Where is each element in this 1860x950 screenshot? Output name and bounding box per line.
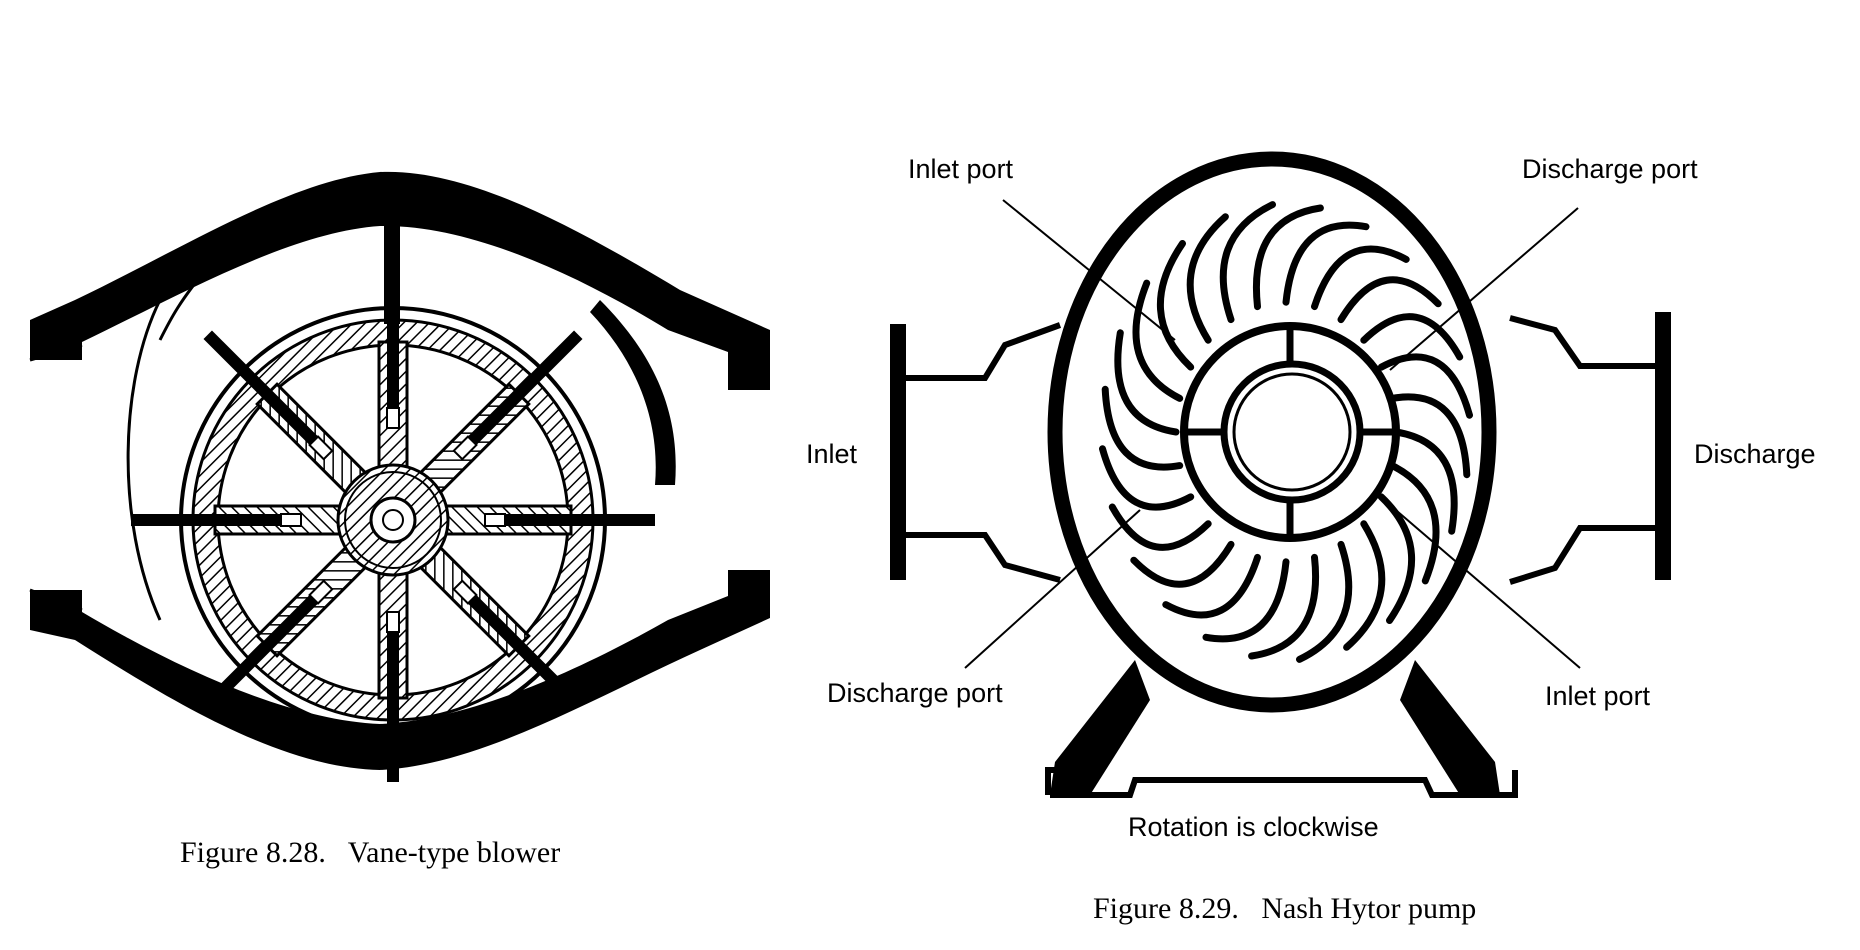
figure-828-caption: Figure 8.28. Vane-type blower [180,836,560,869]
label-rotation-note: Rotation is clockwise [1128,812,1379,842]
impeller-blade [1156,240,1195,371]
blower-stator-crescent [590,300,676,485]
impeller-blade [1108,503,1212,551]
impeller-blade [1202,558,1290,643]
impeller-blade [1388,393,1471,479]
blower-vane [452,579,583,710]
label-discharge-port-bottom: Discharge port [827,678,1003,708]
blower-vane [386,611,400,782]
leader-lines [964,199,1581,669]
impeller-blade [1248,553,1319,660]
blower-vane [484,513,655,527]
blower-vane [452,330,583,461]
blower-vane [203,330,334,461]
impeller-blade [1101,385,1184,471]
impeller-blade [1130,540,1235,588]
label-inlet-side: Inlet [806,439,858,469]
impeller-blade [1343,520,1386,651]
impeller-blade [1388,462,1440,585]
figure-829-caption: Figure 8.29. Nash Hytor pump [1093,892,1476,925]
impeller-blade [1114,329,1180,436]
impeller-blade [1392,428,1458,535]
vane-blower-drawing [29,171,770,782]
impeller-blade [1219,201,1276,324]
impeller-blade [1337,276,1442,324]
impeller-blade [1377,493,1416,624]
impeller-blade [1360,313,1464,361]
impeller-blade [1377,353,1473,419]
impeller-blade [1162,553,1261,619]
impeller-blade [1311,245,1410,311]
blower-left-opening [30,360,82,590]
discharge-flange [1509,312,1671,585]
impeller-blade [1099,445,1195,511]
impeller-blade [1132,279,1184,402]
pump-shaft-outer [1220,360,1364,504]
label-inlet-port-bottom: Inlet port [1545,681,1651,711]
blower-vane-top [384,214,400,324]
pump-shaft-inner [1232,372,1352,492]
pump-base [1045,660,1518,798]
impeller-blade [1186,213,1229,344]
blower-rotor [131,258,655,782]
label-discharge-port-top: Discharge port [1522,154,1698,184]
impeller-blade [1253,204,1324,311]
impeller-blade [1282,221,1370,306]
blower-right-opening [728,390,770,570]
hub-ribs [1184,326,1396,538]
label-discharge-side: Discharge [1694,439,1816,469]
nash-hytor-drawing [890,151,1671,798]
inlet-flange [890,322,1062,583]
impeller-blades [1099,201,1473,663]
label-inlet-port-top: Inlet port [908,154,1014,184]
blower-vane [203,579,334,710]
blower-vane [131,513,302,527]
impeller-blade [1296,540,1353,663]
